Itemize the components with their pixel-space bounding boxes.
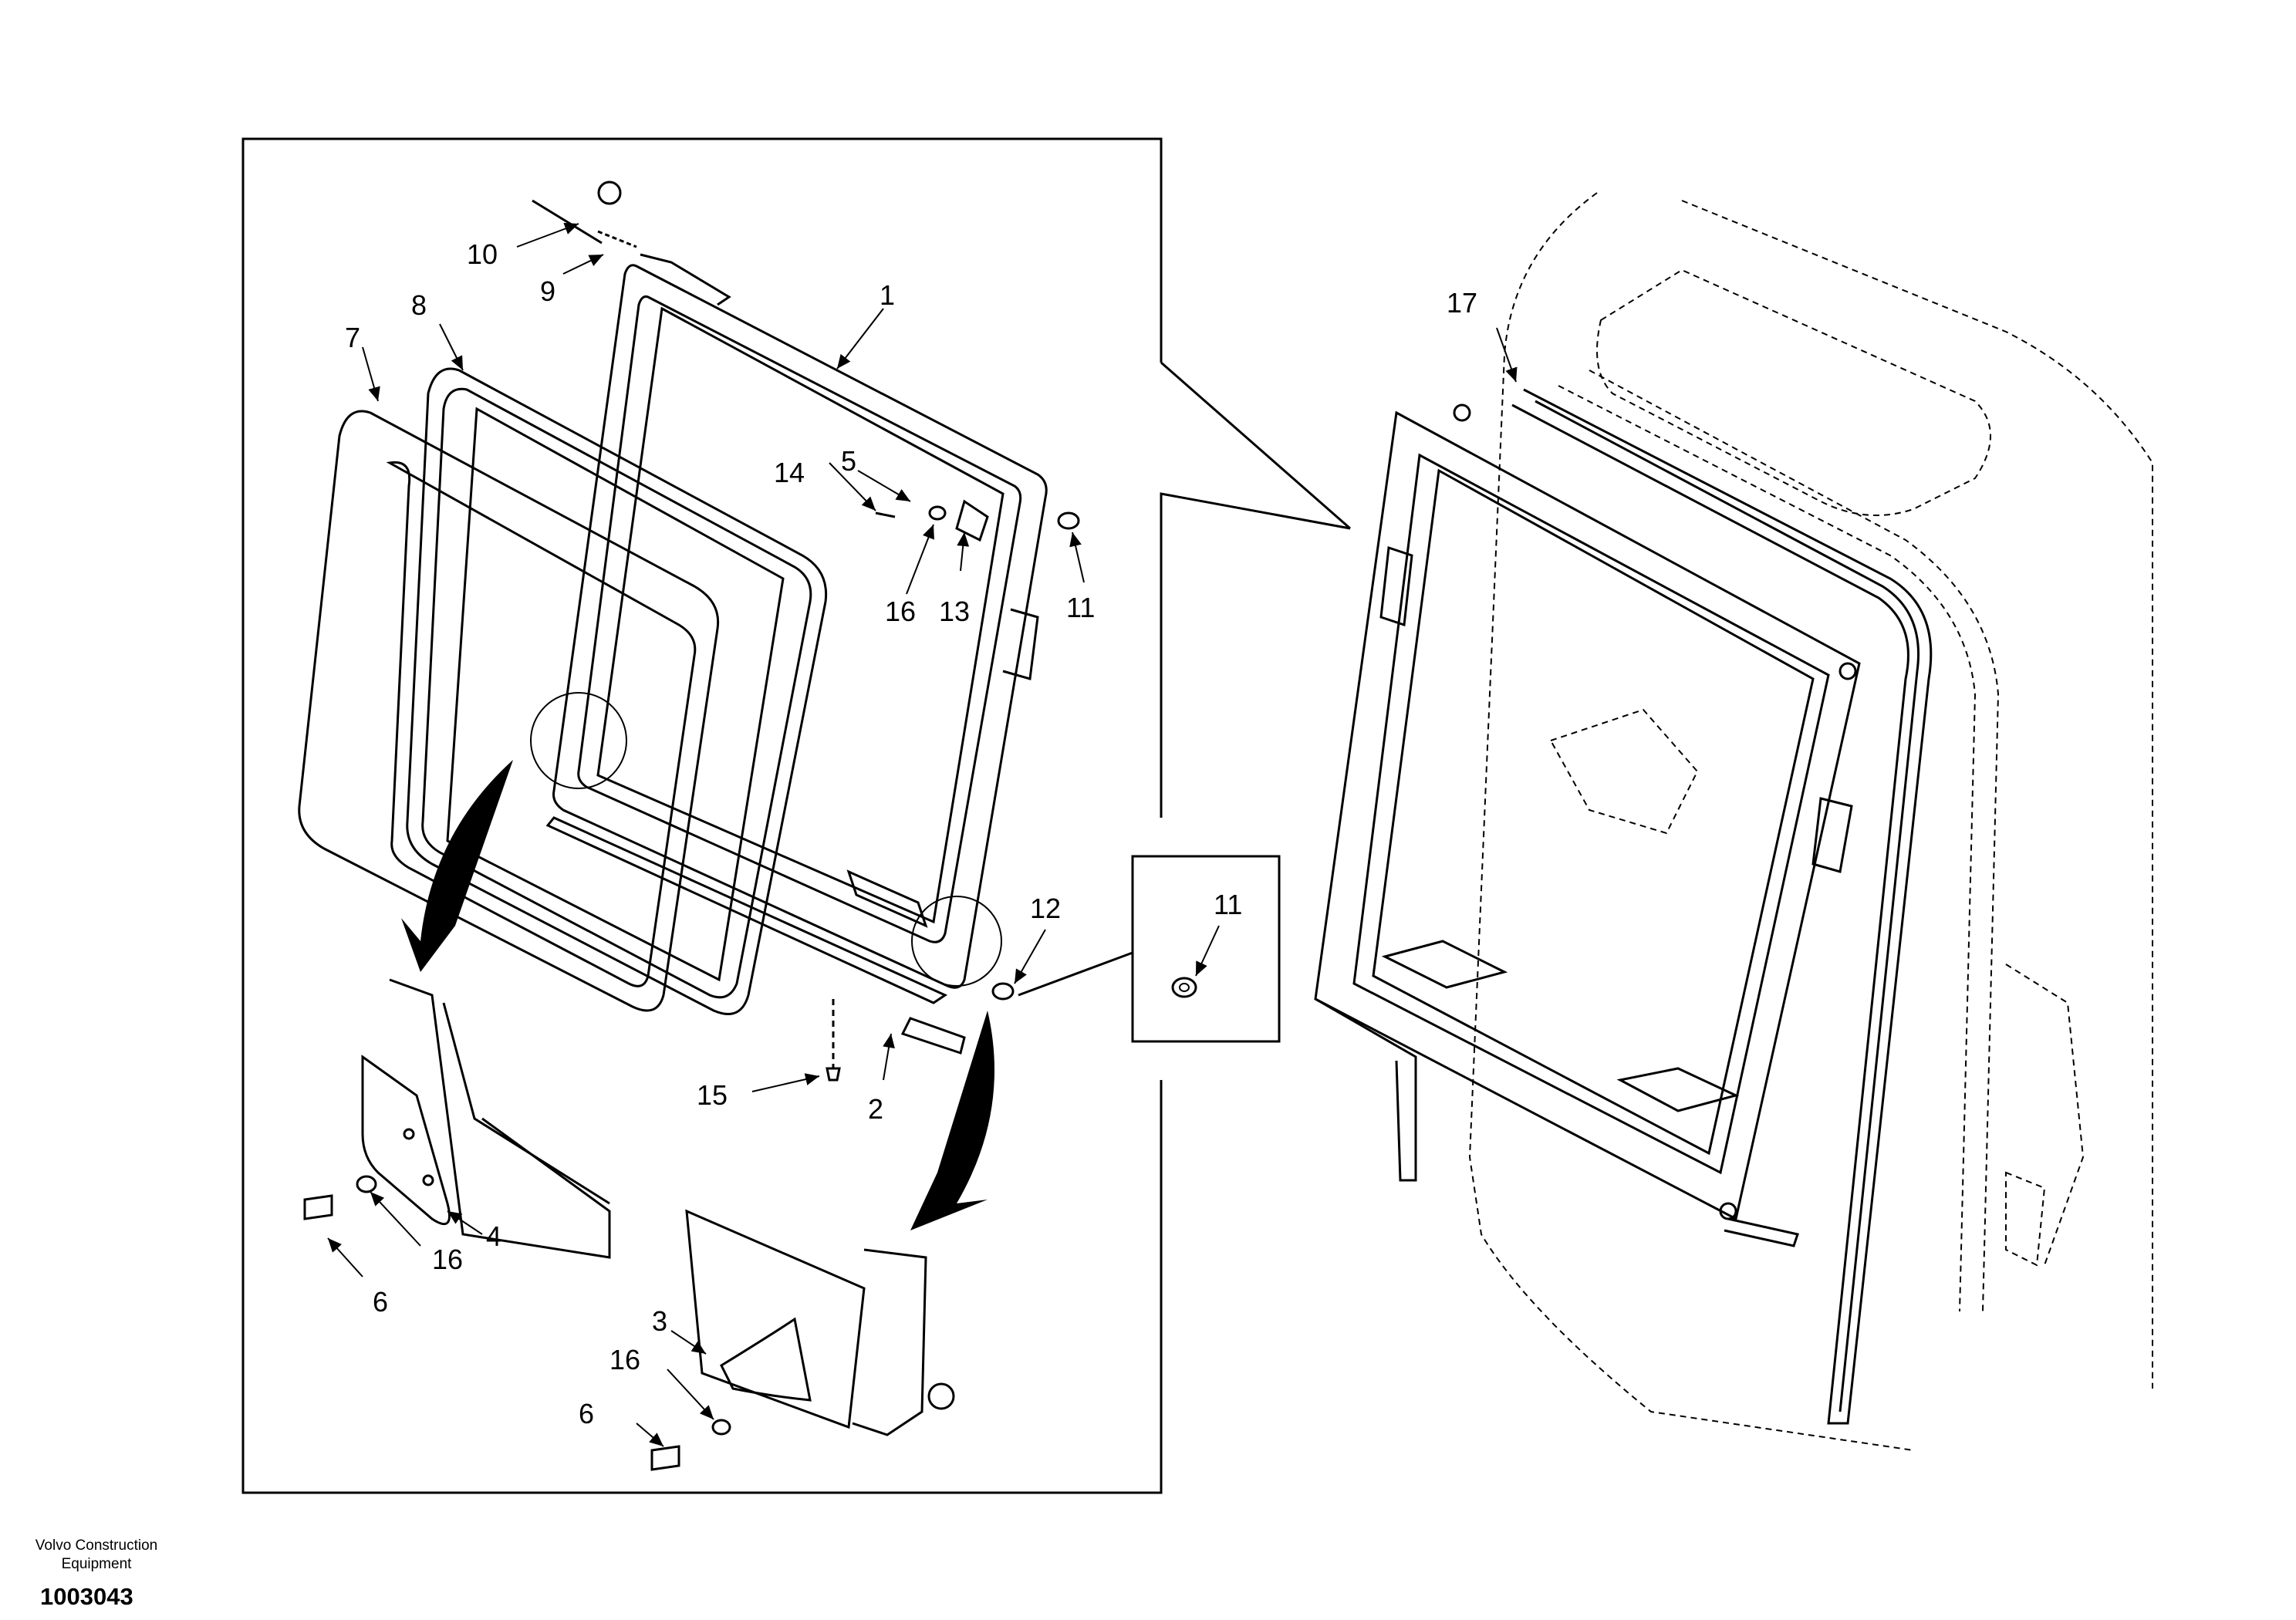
callout-9: 9 [540,275,555,307]
callout-10: 10 [467,238,498,270]
leader-arrows [327,222,1518,1447]
callout-2: 2 [868,1093,883,1125]
window-seal-part [406,367,828,1015]
callout-12: 12 [1030,893,1061,924]
cab-outline-dashed [1468,192,2153,1451]
window-frame-part [552,253,1048,989]
document-number: 1003043 [40,1583,133,1610]
callout-8: 8 [411,289,427,321]
window-glass-part [298,410,720,1012]
callout-13: 13 [939,596,970,627]
sweep-arrow-left [401,760,513,972]
lower-right-detail [685,1209,955,1436]
brand-label: Volvo Construction Equipment [0,1537,193,1574]
callout-15: 15 [697,1079,728,1111]
callout-16-left: 16 [432,1244,463,1275]
callout-5: 5 [841,445,856,477]
callout-16-right: 16 [609,1344,640,1375]
callout-16-top: 16 [885,596,916,627]
brand-line-1: Volvo Construction [35,1537,158,1554]
handle-bar-part [545,816,966,1055]
callout-1: 1 [880,279,895,311]
lower-left-detail [361,978,611,1259]
detail-callout-circles [530,692,1002,987]
hardware-parts [303,181,1080,1471]
exploded-view-frame [241,137,1351,1494]
assembled-window [1314,388,1933,1425]
callout-6-left: 6 [373,1286,388,1318]
brand-line-2: Equipment [61,1556,132,1572]
callout-14: 14 [774,457,805,488]
detail-inset-box [1018,855,1281,1043]
callout-11-inset: 11 [1214,889,1242,920]
callout-4: 4 [486,1220,501,1252]
callout-3: 3 [652,1305,667,1337]
callout-6-right: 6 [579,1398,594,1429]
callout-7: 7 [345,322,360,353]
callout-17: 17 [1447,287,1477,319]
callout-labels: 1 2 3 4 5 6 6 7 8 9 10 11 11 12 13 14 15… [345,238,1477,1429]
callout-11: 11 [1066,592,1095,623]
sweep-arrow-right [910,1011,994,1230]
nut-part-icon [1171,977,1197,998]
